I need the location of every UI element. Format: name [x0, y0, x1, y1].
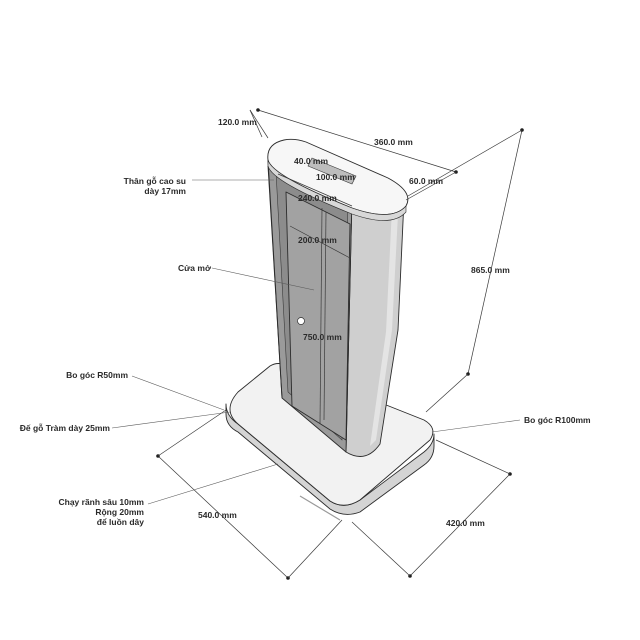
leader-lines [111, 179, 521, 505]
body-left-edge [267, 165, 283, 399]
dim-865-label: 865.0 mm [471, 265, 510, 275]
dim-ext-540-b [287, 519, 343, 579]
dim-line-360 [257, 109, 457, 173]
dim-ext-420-a [351, 521, 411, 577]
top-cap-rim [267, 159, 407, 221]
leader-open-door [211, 267, 315, 291]
dim-540-label: 540.0 mm [198, 510, 237, 520]
body-side-highlight [370, 208, 398, 446]
dim-line-540 [157, 455, 289, 579]
dimension-labels: 120.0 mm 360.0 mm 40.0 mm 100.0 mm 60.0 … [198, 117, 510, 528]
dim-line-865 [467, 129, 523, 375]
dim-420-label: 420.0 mm [446, 518, 485, 528]
leader-corner-r50 [131, 375, 225, 411]
door-lock-hole [297, 317, 305, 325]
dim-ext-420-b [435, 439, 511, 475]
note-groove-line2: Rộng 20mm [95, 507, 144, 517]
dim-ext-865-bottom [425, 373, 469, 413]
note-body-wood-line1: Thân gỗ cao su [124, 176, 186, 186]
leader-base-wood [111, 411, 231, 429]
dim-line-120-a [249, 109, 263, 138]
note-groove-line3: để luồn dây [97, 517, 145, 527]
dim-ext-865-top [407, 129, 523, 197]
dim-dot-360-a [256, 108, 260, 112]
note-corner-r50: Bo góc R50mm [66, 370, 128, 380]
note-groove-line1: Chạy rãnh sâu 10mm [58, 497, 144, 507]
leader-corner-r100 [431, 419, 521, 433]
top-slot [307, 157, 357, 185]
note-body-wood-line2: dày 17mm [144, 186, 186, 196]
annotation-labels: Thân gỗ cao su dày 17mm Cửa mở Bo góc R5… [20, 176, 591, 527]
dim-ext-540-a [157, 409, 227, 457]
dim-120-label: 120.0 mm [218, 117, 257, 127]
dim-200-label: 200.0 mm [298, 235, 337, 245]
dim-line-420 [409, 473, 511, 577]
dimension-lines [156, 108, 524, 580]
dim-line-120-b [249, 109, 269, 139]
door-panel [285, 191, 351, 441]
note-corner-r100: Bo góc R100mm [524, 415, 591, 425]
dim-line-200 [289, 225, 351, 259]
note-base-wood: Đế gỗ Tràm dày 25mm [20, 423, 111, 433]
dim-line-240 [277, 173, 353, 207]
dim-40-label: 40.0 mm [294, 156, 328, 166]
dim-100-label: 100.0 mm [316, 172, 355, 182]
cable-groove [299, 495, 341, 521]
kiosk-body [267, 138, 409, 457]
note-open-door: Cửa mở [178, 263, 212, 273]
dim-line-750 [323, 211, 327, 421]
dim-ext-360 [405, 171, 457, 201]
leader-groove [147, 463, 279, 505]
dim-750-label: 750.0 mm [303, 332, 342, 342]
dim-360-label: 360.0 mm [374, 137, 413, 147]
dim-240-label: 240.0 mm [298, 193, 337, 203]
dim-60-label: 60.0 mm [409, 176, 443, 186]
door-split-line [319, 207, 323, 425]
